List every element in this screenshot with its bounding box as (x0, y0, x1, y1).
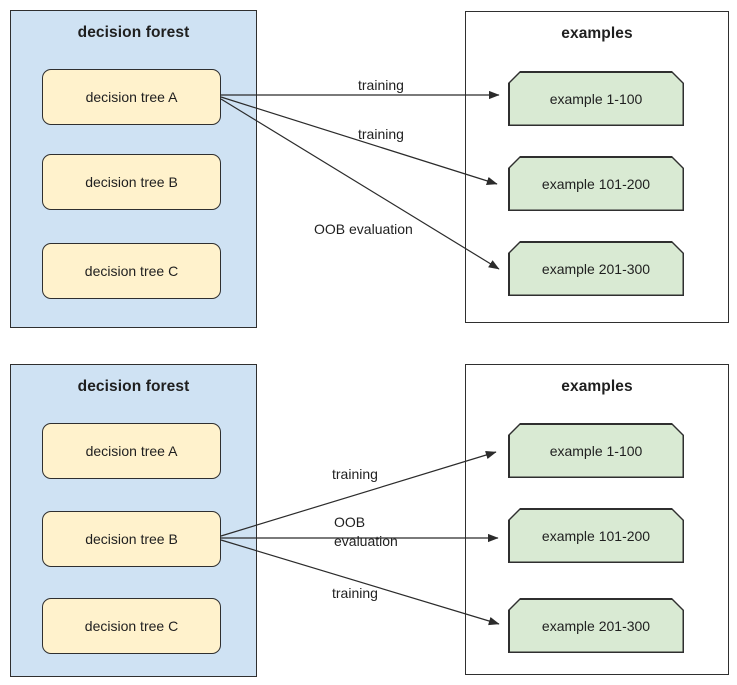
arrow-label-oob-evaluation: OOB evaluation (334, 514, 398, 549)
examples-title: examples (561, 378, 633, 395)
example-1-100-node: example 1-100 (508, 71, 684, 126)
decision-tree-a-node: decision tree A (42, 423, 221, 479)
decision-tree-b-node: decision tree B (42, 154, 221, 210)
arrow-label-training: training (358, 77, 404, 93)
training-arrow-bottom-2 (220, 539, 500, 626)
examples-box-top: examples example 1-100 example 101-200 e… (465, 11, 729, 323)
decision-forest-title: decision forest (77, 24, 190, 41)
decision-tree-label: decision tree A (85, 89, 178, 105)
example-201-300-node: example 201-300 (508, 598, 684, 653)
example-101-200-node: example 101-200 (508, 156, 684, 211)
decision-tree-c-node: decision tree C (42, 243, 221, 299)
card-fill-shape (510, 425, 683, 477)
example-label: example 1-100 (549, 90, 643, 107)
decision-tree-c-node: decision tree C (42, 598, 221, 654)
example-label: example 201-300 (541, 617, 651, 634)
card-fill-shape (510, 510, 683, 562)
card-fill-shape (510, 243, 683, 295)
examples-title: examples (561, 25, 633, 42)
card-fill-shape (510, 73, 683, 125)
example-label: example 101-200 (541, 527, 651, 544)
example-101-200-node: example 101-200 (508, 508, 684, 563)
decision-forest-box-top: decision forest decision tree A decision… (10, 10, 257, 328)
decision-tree-label: decision tree C (84, 263, 179, 279)
decision-tree-label: decision tree C (84, 618, 179, 634)
example-label: example 201-300 (541, 260, 651, 277)
decision-tree-a-node: decision tree A (42, 69, 221, 125)
arrow-label-training: training (332, 585, 378, 601)
arrow-label-oob-evaluation: OOB evaluation (314, 221, 413, 237)
example-1-100-node: example 1-100 (508, 423, 684, 478)
decision-tree-b-node: decision tree B (42, 511, 221, 567)
card-fill-shape (510, 600, 683, 652)
decision-forest-box-bottom: decision forest decision tree A decision… (10, 364, 257, 677)
arrow-label-training: training (332, 466, 378, 482)
card-fill-shape (510, 158, 683, 210)
decision-forest-title: decision forest (77, 378, 190, 395)
example-label: example 101-200 (541, 175, 651, 192)
decision-tree-label: decision tree B (85, 174, 178, 190)
example-201-300-node: example 201-300 (508, 241, 684, 296)
decision-tree-label: decision tree B (85, 531, 178, 547)
arrow-label-training: training (358, 126, 404, 142)
examples-box-bottom: examples example 1-100 example 101-200 e… (465, 364, 729, 675)
decision-tree-label: decision tree A (85, 443, 178, 459)
example-label: example 1-100 (549, 442, 643, 459)
